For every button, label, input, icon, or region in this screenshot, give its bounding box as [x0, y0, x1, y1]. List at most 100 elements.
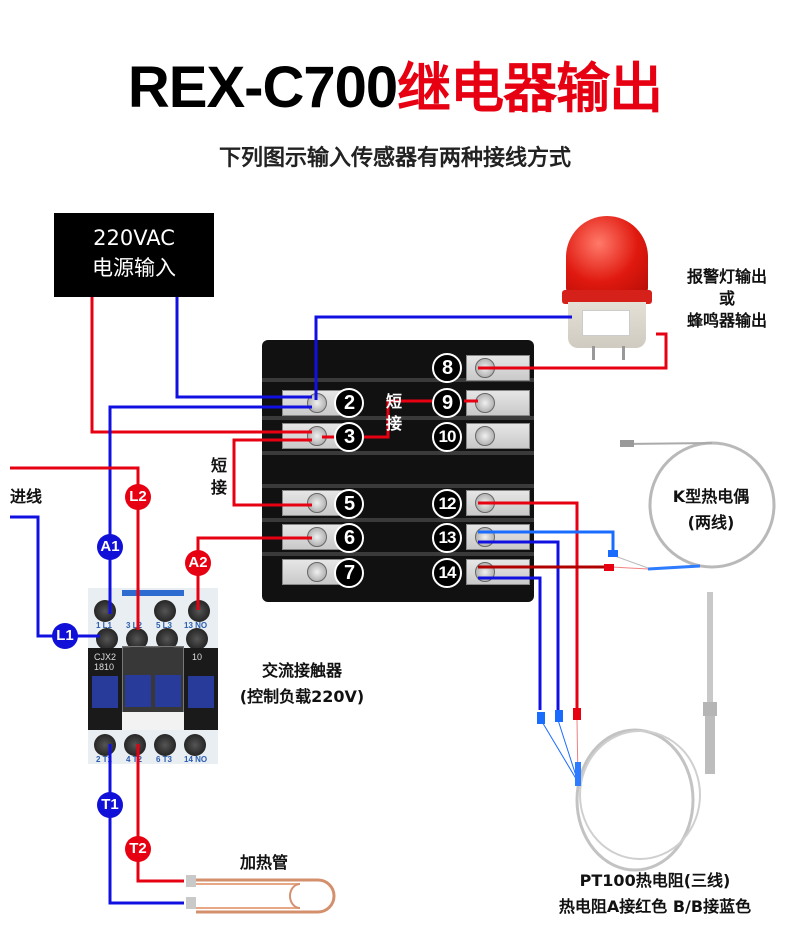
screw-icon [96, 628, 118, 650]
wire-lamp-live [478, 332, 668, 370]
terminal-rail [262, 484, 534, 488]
k-thermocouple-image [604, 440, 776, 571]
screw-icon [186, 628, 208, 650]
terminal-rail [262, 518, 534, 522]
wire-t1 [108, 744, 184, 905]
short-label-3-9: 短 接 [386, 391, 404, 435]
terminal-number-10: 10 [432, 422, 462, 452]
contactor-bottom-terminal-label: 4 T2 [126, 755, 143, 764]
badge-t1: T1 [97, 792, 123, 818]
power-source-box: 220VAC 电源输入 [54, 213, 214, 297]
thermocouple-label-line: (两线) [687, 513, 735, 532]
heating-tube-image [186, 875, 336, 914]
alarm-label-line: 报警灯输出 [686, 267, 767, 286]
page-title: REX-C700继电器输出 [0, 52, 790, 125]
thermocouple-label: K型热电偶 (两线) [646, 484, 776, 536]
terminal-number-13: 13 [432, 523, 462, 553]
contactor-top-terminal-label: 5 L3 [156, 621, 173, 630]
terminal-rail [262, 378, 534, 382]
short-label-char: 短 [386, 392, 403, 411]
incoming-label: 进线 [10, 487, 43, 506]
terminal-number-12: 12 [432, 489, 462, 519]
screw-icon [156, 628, 178, 650]
contactor-cap [122, 712, 184, 734]
rtd-label-line: 热电阻A接红色 B/B接蓝色 [558, 897, 752, 916]
screw-icon [475, 393, 495, 413]
screw-icon [184, 734, 206, 756]
alarm-output-label: 报警灯输出 或 蜂鸣器输出 [664, 266, 790, 332]
short-label-char: 短 [211, 456, 228, 475]
terminal-number-8: 8 [432, 353, 462, 383]
short-label-char: 接 [386, 414, 403, 433]
wire-a1 [108, 405, 312, 614]
badge-t2: T2 [125, 836, 151, 862]
badge-l1: L1 [52, 623, 78, 649]
temperature-controller [262, 340, 534, 602]
screw-icon [475, 426, 495, 446]
terminal-number-2: 2 [334, 388, 364, 418]
terminal-rail [262, 552, 534, 556]
wire-rtd-blue-2 [478, 576, 542, 710]
short-label-3-5: 短 接 [211, 455, 229, 499]
lamp-dome [566, 216, 648, 294]
wire-a2 [196, 536, 312, 610]
contactor-indicator [188, 676, 214, 708]
wire-incoming-l2 [10, 466, 140, 630]
contactor-indicator [92, 676, 118, 708]
terminal-number-3: 3 [334, 422, 364, 452]
terminal-rail [262, 451, 534, 455]
thermocouple-label-line: K型热电偶 [672, 487, 750, 506]
contactor-bottom-terminal-label: 2 T1 [96, 755, 113, 764]
terminal-number-6: 6 [334, 523, 364, 553]
subtitle: 下列图示输入传感器有两种接线方式 [218, 146, 571, 171]
rtd-label: PT100热电阻(三线) 热电阻A接红色 B/B接蓝色 [520, 868, 790, 920]
lamp-ring [562, 290, 652, 304]
alarm-label-line: 或 [718, 289, 735, 308]
contactor-top-terminal-label: 1 L1 [96, 621, 113, 630]
contactor-model: CJX2 [94, 652, 117, 662]
title-model: REX-C700 [127, 55, 398, 120]
wire-power-neutral [175, 297, 312, 399]
alarm-lamp-image [562, 216, 652, 362]
contactor-stripe [122, 590, 184, 596]
alarm-label-line: 蜂鸣器输出 [686, 311, 767, 330]
contactor-bottom-terminal-label: 6 T3 [156, 755, 173, 764]
terminal-number-7: 7 [334, 558, 364, 588]
contactor-top-terminal-label: 13 NO [184, 621, 208, 630]
power-label: 电源输入 [92, 256, 176, 280]
contactor-aux: 10 [192, 652, 203, 662]
contactor-label-line: 交流接触器 [261, 661, 342, 680]
contactor-label-line: (控制负载220V) [239, 687, 365, 706]
screw-icon [307, 493, 327, 513]
short-label-char: 接 [211, 478, 228, 497]
terminal-rail [262, 416, 534, 420]
badge-a2: A2 [185, 550, 211, 576]
lamp-label-sticker [582, 310, 630, 336]
terminal-9-block [466, 390, 530, 416]
rtd-label-line: PT100热电阻(三线) [579, 871, 731, 890]
screw-icon [188, 600, 210, 622]
badge-a1: A1 [97, 534, 123, 560]
contactor-model-number: 1810 [94, 662, 115, 672]
lamp-pin [622, 346, 625, 360]
wire-tc-blue [478, 530, 615, 552]
heater-label: 加热管 [240, 853, 289, 872]
wire-lamp-neutral [314, 315, 572, 400]
screw-icon [307, 562, 327, 582]
screw-icon [154, 600, 176, 622]
wire-incoming-l1 [10, 515, 100, 638]
badge-l2: L2 [125, 484, 151, 510]
screw-icon [126, 628, 148, 650]
wire-rtd-blue-1 [478, 540, 560, 712]
ac-contactor-image: 1 L1 3 L2 5 L3 13 NO CJX2 1810 10 2 T1 4… [88, 588, 218, 768]
screw-icon [154, 734, 176, 756]
terminal-number-5: 5 [334, 489, 364, 519]
wire-short-3-5 [232, 438, 312, 507]
pt100-rtd-image [537, 592, 717, 872]
terminal-number-14: 14 [432, 558, 462, 588]
wire-power-live [90, 297, 312, 434]
lamp-pin [592, 346, 595, 360]
terminal-number-9: 9 [432, 388, 462, 418]
contactor-indicator [125, 675, 151, 707]
power-voltage: 220VAC [93, 226, 175, 250]
